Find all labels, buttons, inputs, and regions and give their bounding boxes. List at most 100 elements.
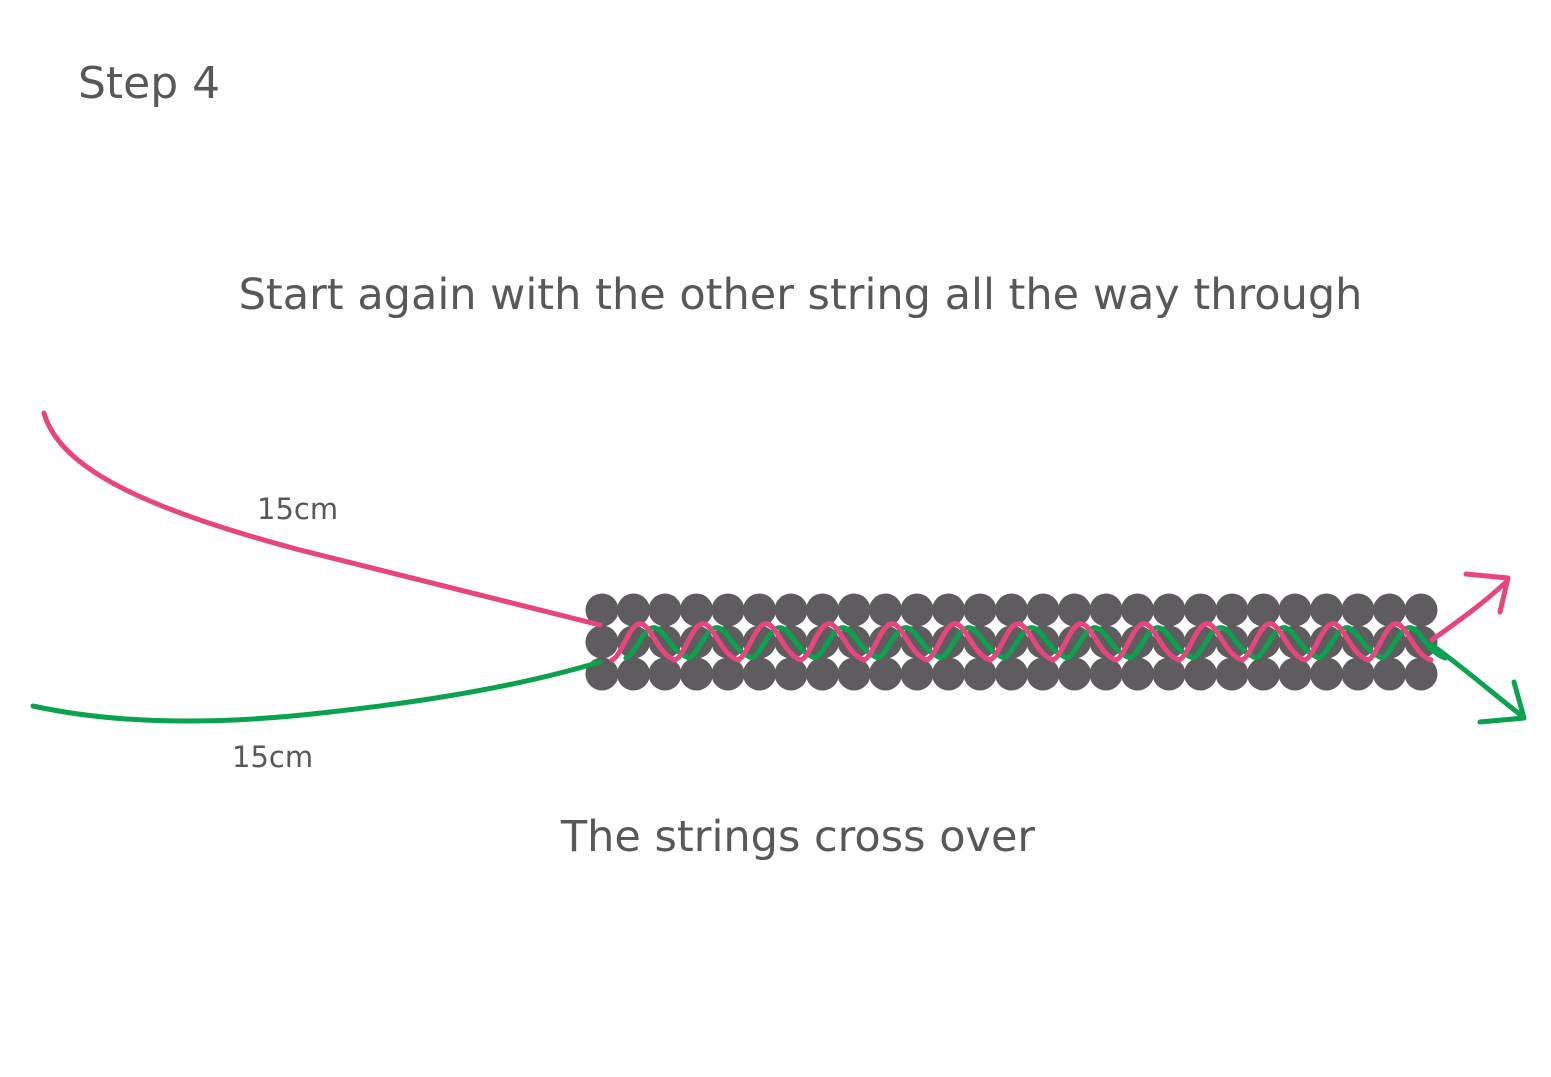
bead <box>1184 593 1217 627</box>
pink-weave-path <box>609 621 1434 663</box>
pink-weave-segment <box>1302 621 1371 663</box>
step-title: Step 4 <box>78 58 221 109</box>
bead <box>1373 593 1406 627</box>
bead <box>1026 593 1060 627</box>
bead <box>963 625 997 659</box>
pink-weave-segment <box>1239 621 1308 663</box>
bead <box>743 657 776 691</box>
bead <box>963 593 997 627</box>
bead <box>680 593 713 627</box>
bead <box>711 593 745 627</box>
bead <box>1089 593 1123 627</box>
bead <box>1215 593 1249 627</box>
pink-string-tail <box>41 410 603 628</box>
green-string-exit <box>1429 642 1525 719</box>
pink-weave-segment <box>861 621 930 663</box>
instruction-text: Start again with the other string all th… <box>238 270 1363 320</box>
green-weave-segment <box>1190 625 1259 661</box>
green-weave-segment <box>938 625 1007 661</box>
pink-arrow-icon <box>1463 571 1511 615</box>
bead <box>900 657 934 691</box>
green-arrow-icon <box>1477 679 1527 725</box>
green-weave-path <box>623 625 1448 661</box>
bead <box>1373 657 1406 691</box>
bead <box>585 593 619 627</box>
bead <box>1058 657 1091 691</box>
pink-string-exit <box>1429 579 1509 643</box>
pink-weave-segment <box>987 621 1056 663</box>
bead <box>1341 657 1375 691</box>
pink-weave-segment <box>609 621 678 663</box>
bead <box>995 657 1028 691</box>
bead <box>1404 625 1438 659</box>
pink-length-label: 15cm <box>257 492 339 526</box>
bead <box>648 625 682 659</box>
bead <box>1215 625 1249 659</box>
bead <box>995 593 1028 627</box>
green-weave-segment <box>875 625 944 661</box>
bead <box>743 593 776 627</box>
bead <box>774 625 808 659</box>
bead <box>1089 657 1123 691</box>
green-weave-segment <box>1316 625 1385 661</box>
green-weave-segment <box>749 625 818 661</box>
bead <box>1278 657 1312 691</box>
bead <box>648 657 682 691</box>
bead <box>900 593 934 627</box>
bead <box>932 657 965 691</box>
green-weave-segment <box>1064 625 1133 661</box>
bead <box>1310 657 1343 691</box>
bead <box>1247 657 1280 691</box>
bead <box>617 657 650 691</box>
pink-weave-segment <box>798 621 867 663</box>
bead <box>900 625 934 659</box>
bead <box>1278 593 1312 627</box>
bead <box>869 593 902 627</box>
bead <box>869 657 902 691</box>
bead <box>1184 657 1217 691</box>
caption-text: The strings cross over <box>560 812 1036 862</box>
bead <box>1404 593 1438 627</box>
bead <box>1341 625 1375 659</box>
bead <box>585 625 619 659</box>
bead <box>806 657 839 691</box>
green-weave-segment <box>686 625 755 661</box>
bead <box>963 657 997 691</box>
green-length-label: 15cm <box>232 740 314 774</box>
bead <box>1152 657 1186 691</box>
bead <box>1026 625 1060 659</box>
pink-weave-segment <box>672 621 741 663</box>
bead <box>837 625 871 659</box>
green-weave-segment <box>623 625 692 661</box>
green-weave-segment <box>1253 625 1322 661</box>
pink-weave-segment <box>1176 621 1245 663</box>
bead <box>711 657 745 691</box>
pink-weave-segment <box>1050 621 1119 663</box>
bead <box>932 593 965 627</box>
green-weave-segment <box>1379 625 1448 661</box>
pink-weave-segment <box>924 621 993 663</box>
green-string-tail <box>30 659 603 724</box>
bead <box>837 593 871 627</box>
bead <box>774 657 808 691</box>
bead <box>1152 593 1186 627</box>
bead <box>1215 657 1249 691</box>
bead <box>1058 593 1091 627</box>
green-weave-segment <box>1001 625 1070 661</box>
green-weave-segment <box>1127 625 1196 661</box>
bead <box>806 593 839 627</box>
bead <box>648 593 682 627</box>
bead <box>617 593 650 627</box>
bead <box>1121 593 1154 627</box>
bead <box>1121 657 1154 691</box>
bead <box>1089 625 1123 659</box>
bead <box>680 657 713 691</box>
bead <box>1152 625 1186 659</box>
bead <box>837 657 871 691</box>
bead <box>774 593 808 627</box>
pink-weave-segment <box>1113 621 1182 663</box>
bead <box>1404 657 1438 691</box>
bead-grid <box>585 593 1438 691</box>
bead <box>1247 593 1280 627</box>
